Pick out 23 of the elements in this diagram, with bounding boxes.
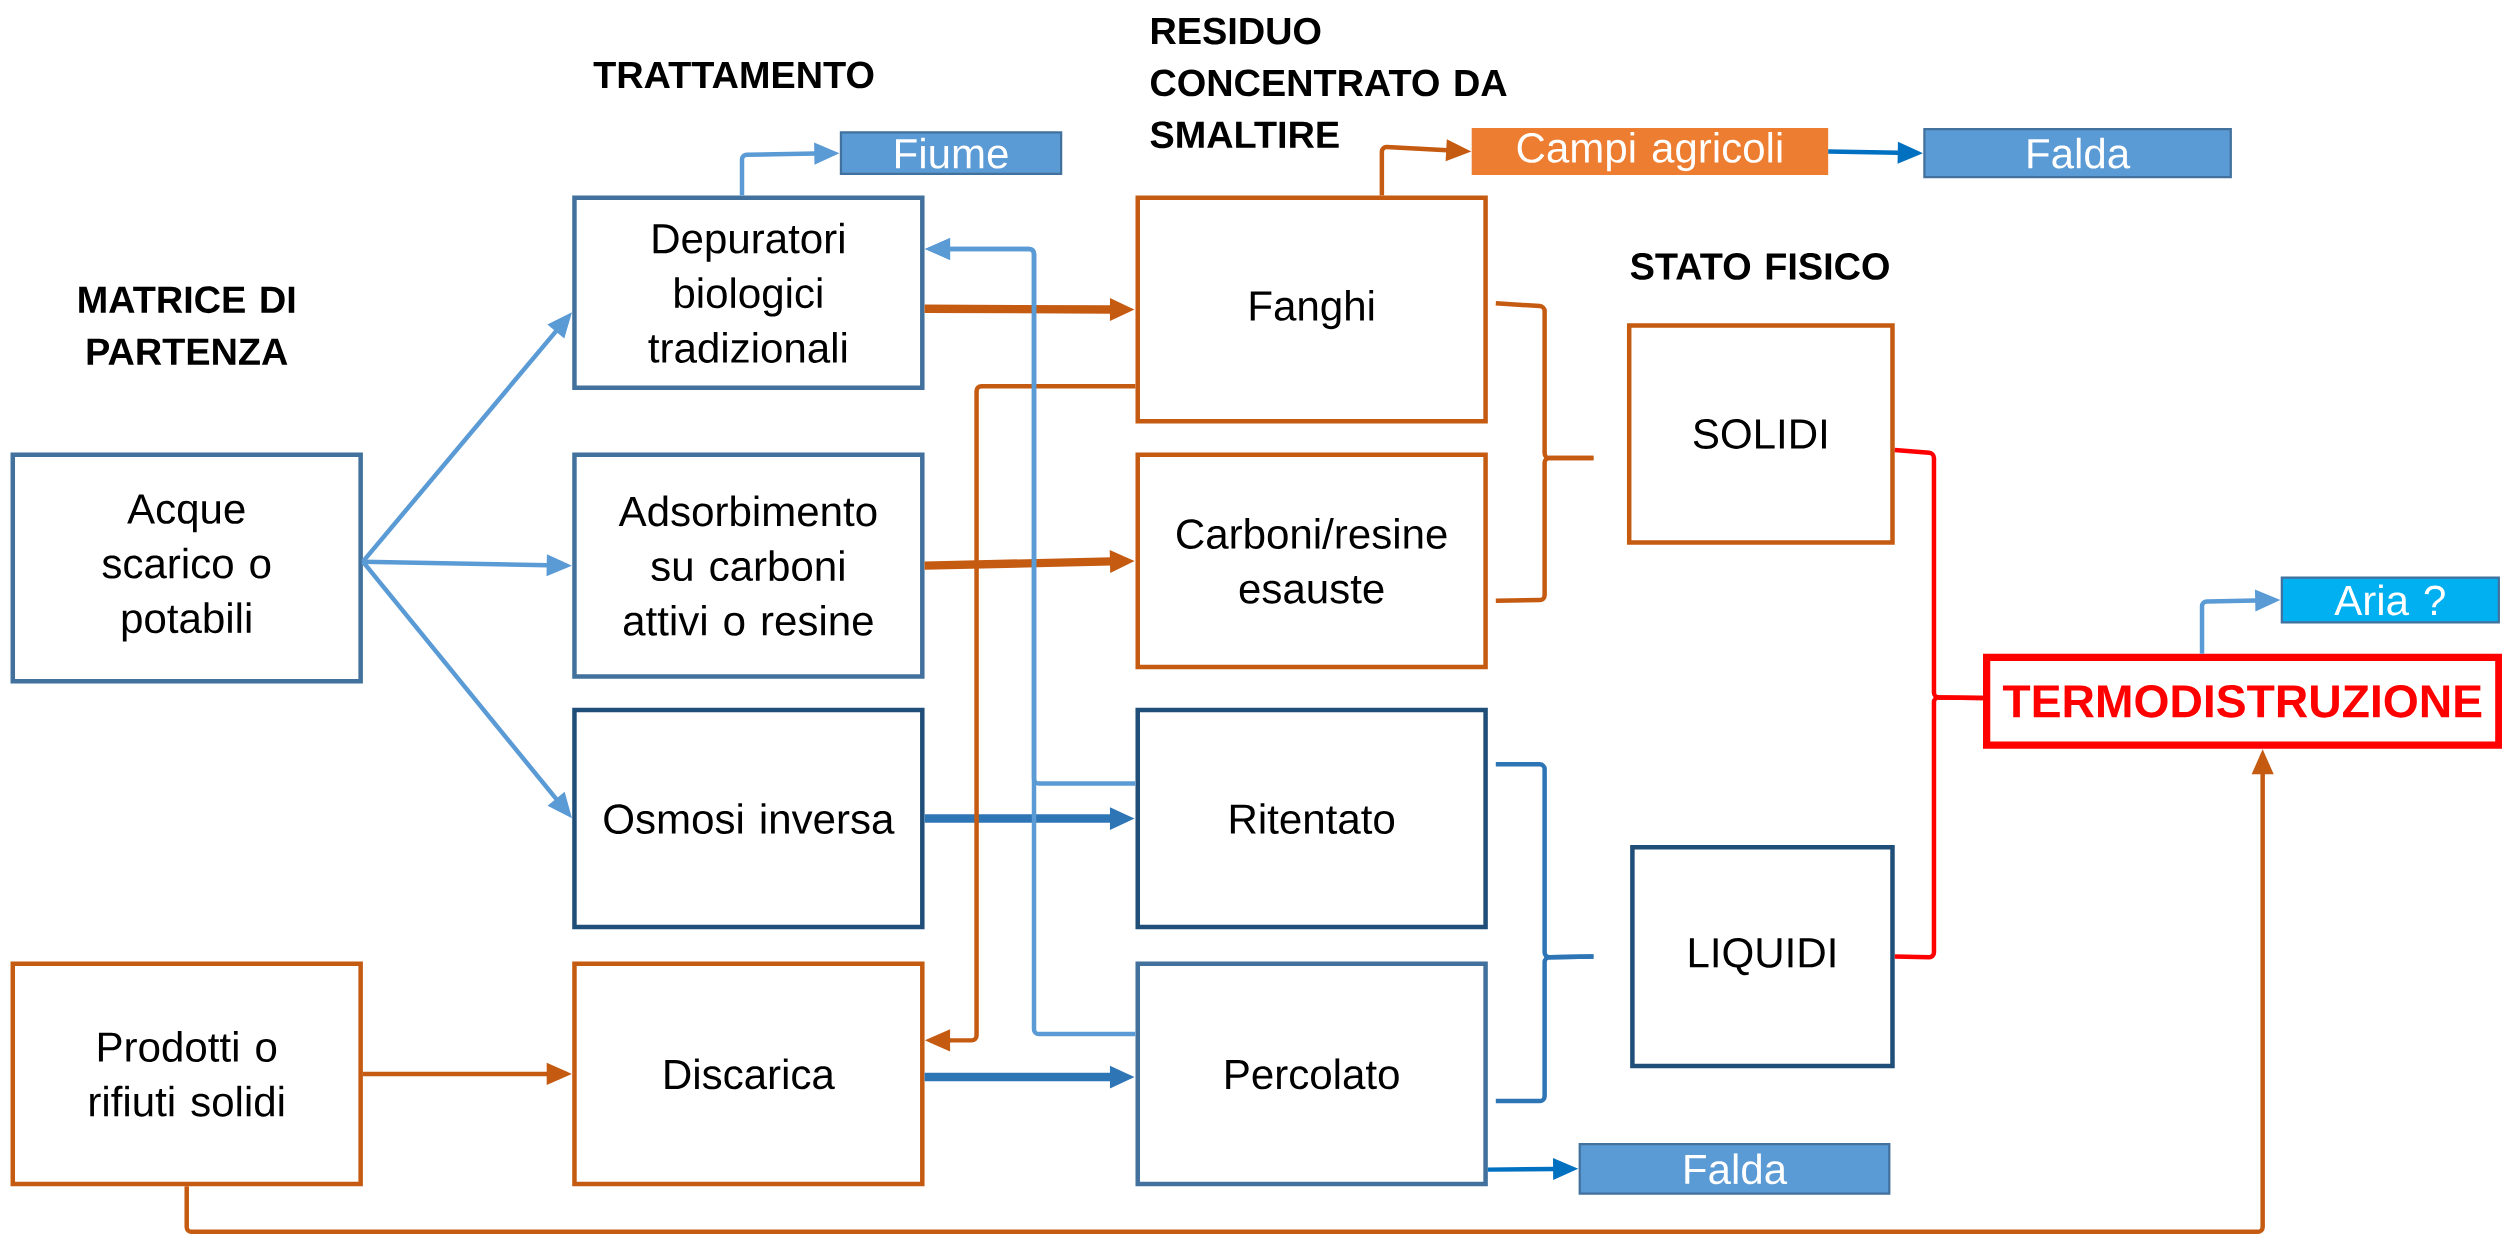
process-box: Prodotti o rifiuti solidi — [10, 961, 363, 1187]
process-box: Discarica — [572, 961, 925, 1187]
process-box: SOLIDI — [1626, 323, 1895, 545]
column-heading: STATO FISICO — [1630, 252, 1889, 280]
process-box: Ritentato — [1135, 707, 1488, 930]
destination-box: Campi agricoli — [1471, 128, 1829, 175]
destination-box: Falda — [1923, 128, 2232, 179]
bracket-line — [1495, 954, 1594, 1104]
process-box: Percolato — [1135, 961, 1488, 1187]
process-box: Acque scarico o potabili — [10, 452, 363, 684]
process-box: Osmosi inversa — [572, 707, 925, 930]
process-box: Fanghi — [1135, 195, 1488, 424]
bracket-line — [1495, 455, 1594, 603]
destination-box: Fiume — [839, 131, 1063, 175]
process-box: LIQUIDI — [1630, 844, 1895, 1069]
process-box: TERMODISTRUZIONE — [1983, 653, 2502, 749]
column-heading: TRATTAMENTO — [593, 61, 874, 89]
destination-box: Aria ? — [2280, 576, 2500, 624]
process-box: Carboni/resine esauste — [1135, 452, 1488, 670]
destination-box: Falda — [1578, 1142, 1891, 1195]
process-box: Depuratori biologici tradizionali — [572, 195, 925, 390]
process-box: Adsorbimento su carboni attivi o resine — [572, 452, 925, 679]
column-heading: MATRICE DI PARTENZA — [79, 286, 295, 365]
